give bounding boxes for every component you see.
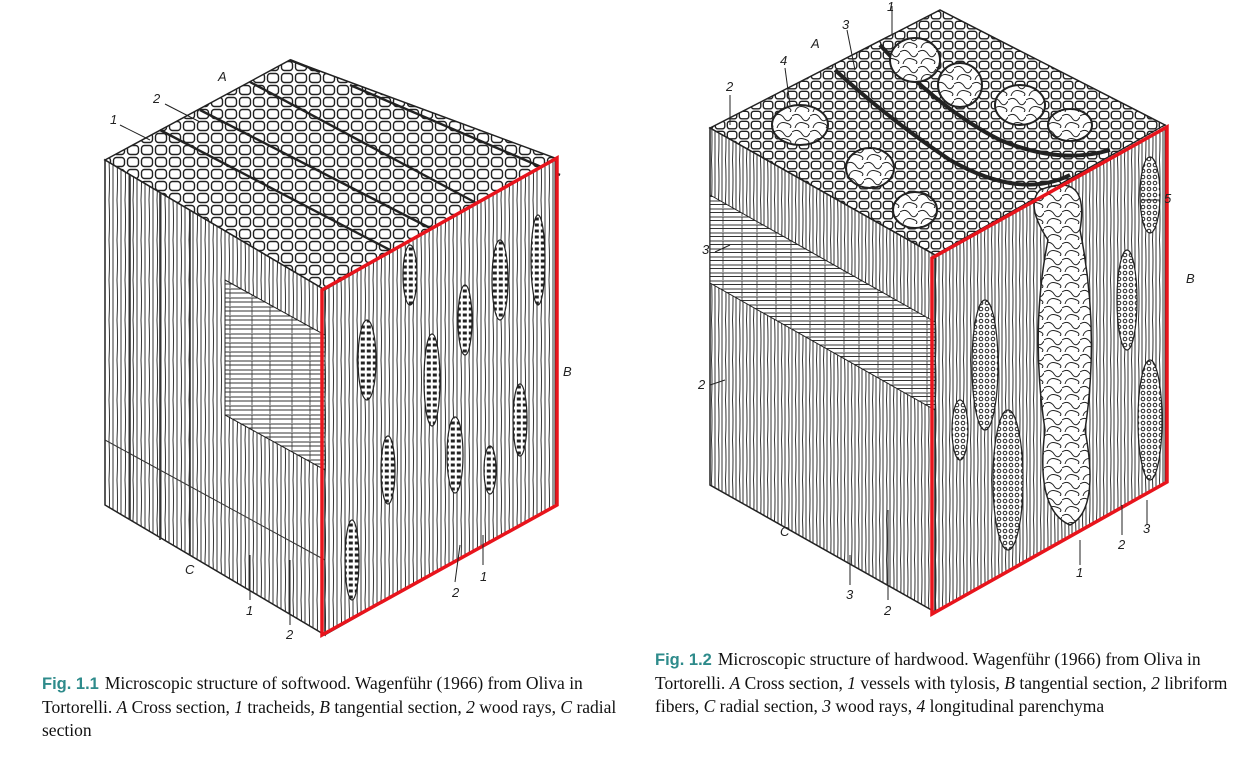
caption-segment: A xyxy=(729,673,741,693)
label-2-bottom: 2 xyxy=(884,603,892,618)
caption-segment: radial section xyxy=(42,697,617,740)
caption-segment: wood rays, xyxy=(474,697,561,717)
label-5: 5 xyxy=(1164,191,1172,206)
caption-segment: radial section, xyxy=(715,696,823,716)
label-1-right: 1 xyxy=(1076,565,1084,580)
vessel-with-tylosis xyxy=(1033,184,1093,526)
hardwood-diagram: 1 3 A 4 2 5 3 B 2 C 3 2 1 2 3 xyxy=(630,0,1258,640)
label-2-bottom: 2 xyxy=(286,627,294,642)
label-2-right: 2 xyxy=(452,585,460,600)
label-2-left: 2 xyxy=(698,377,706,392)
softwood-diagram: A 2 1 B C 1 2 1 2 xyxy=(0,0,620,650)
label-2-top: 2 xyxy=(153,91,161,106)
caption-segment: Microscopic structure of hardwood. Wagen… xyxy=(655,649,1201,693)
label-3-bottom: 3 xyxy=(846,587,854,602)
caption-segment: 4 xyxy=(916,696,926,716)
label-1-top: 1 xyxy=(110,112,118,127)
caption-segment: C xyxy=(560,697,573,717)
caption-segment: longitudinal parenchyma xyxy=(925,696,1105,716)
label-3-top: 3 xyxy=(842,17,850,32)
label-B: B xyxy=(563,364,572,379)
caption-segment: Cross section, xyxy=(740,673,848,693)
figure-1-number: Fig. 1.1 xyxy=(42,675,99,693)
figure-2-number: Fig. 1.2 xyxy=(655,651,712,669)
label-1-right: 1 xyxy=(480,569,488,584)
caption-segment: 1 xyxy=(234,697,243,717)
label-1-top: 1 xyxy=(887,0,895,14)
caption-segment: wood rays, xyxy=(830,696,917,716)
wood-ray-lenses xyxy=(344,214,546,601)
caption-segment: B xyxy=(1004,673,1015,693)
caption-segment: tracheids, xyxy=(243,697,320,717)
softwood-block-drawing xyxy=(103,58,561,638)
vessel-pores xyxy=(771,37,1093,229)
caption-segment: libriform fibers, xyxy=(655,673,1228,716)
label-A: A xyxy=(811,36,820,51)
label-C: C xyxy=(780,524,790,539)
figure-2-caption-text: Microscopic structure of hardwood. Wagen… xyxy=(655,649,1227,716)
figure-1-caption-text: Microscopic structure of softwood. Wagen… xyxy=(42,673,616,740)
hardwood-block-drawing xyxy=(708,6,1169,617)
label-3-left: 3 xyxy=(702,242,710,257)
caption-segment: 1 xyxy=(847,673,856,693)
caption-segment: Microscopic structure of softwood. Wagen… xyxy=(42,673,583,717)
label-3-right: 3 xyxy=(1143,521,1151,536)
caption-segment: Cross section, xyxy=(127,697,235,717)
tangential-highlight-frame xyxy=(320,155,559,638)
caption-segment: 2 xyxy=(466,697,475,717)
caption-segment: tangential section, xyxy=(1014,673,1152,693)
label-B: B xyxy=(1186,271,1195,286)
label-C: C xyxy=(185,562,195,577)
label-A: A xyxy=(218,69,227,84)
caption-segment: A xyxy=(116,697,128,717)
label-2-right: 2 xyxy=(1118,537,1126,552)
caption-segment: C xyxy=(703,696,716,716)
label-1-bottom: 1 xyxy=(246,603,254,618)
label-2-top: 2 xyxy=(726,79,734,94)
tangential-highlight-frame xyxy=(930,124,1169,617)
wood-ray-lenses xyxy=(951,156,1163,551)
caption-segment: 2 xyxy=(1151,673,1160,693)
caption-segment: 3 xyxy=(822,696,831,716)
caption-segment: tangential section, xyxy=(330,697,467,717)
label-4: 4 xyxy=(780,53,788,68)
caption-segment: vessels with tylosis, xyxy=(856,673,1005,693)
caption-segment: B xyxy=(319,697,330,717)
